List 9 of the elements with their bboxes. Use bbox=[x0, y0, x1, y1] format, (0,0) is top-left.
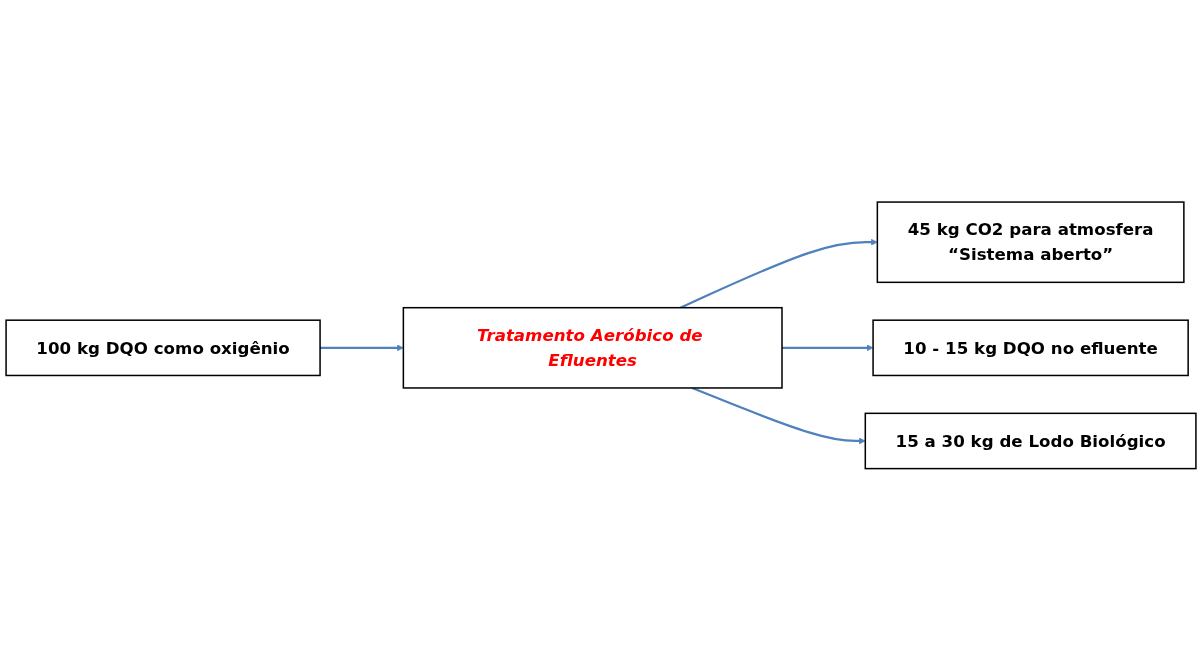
arrow bbox=[691, 386, 866, 444]
arrow bbox=[320, 344, 404, 351]
node-box: 15 a 30 kg de Lodo Biológico bbox=[864, 412, 1197, 470]
node-box: Tratamento Aeróbico de Efluentes bbox=[402, 306, 783, 389]
arrow bbox=[679, 238, 878, 309]
node-box: 10 - 15 kg DQO no efluente bbox=[872, 319, 1189, 376]
node-box: 100 kg DQO como oxigênio bbox=[5, 319, 321, 376]
arrow bbox=[782, 344, 874, 351]
node-box: 45 kg CO2 para atmosfera “Sistema aberto” bbox=[876, 200, 1185, 283]
